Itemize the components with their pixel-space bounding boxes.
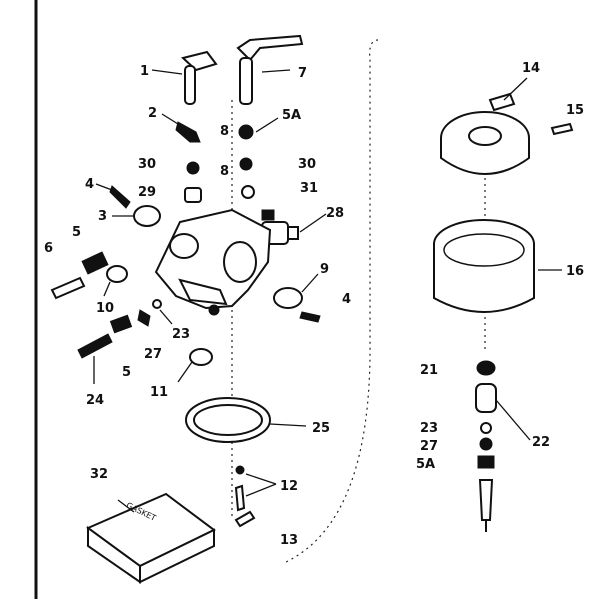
screw-4-right-part: [299, 311, 321, 323]
callout-29: 29: [138, 185, 156, 200]
float-pin-15-part: [550, 122, 574, 136]
callout-31: 31: [300, 181, 318, 196]
callout-6-left: 6: [44, 241, 53, 256]
callout-7: 7: [298, 66, 307, 81]
callout-30-left: 30: [138, 157, 156, 172]
callout-4-right: 4: [342, 292, 351, 307]
leader-25: [269, 423, 307, 427]
leader-22: [495, 399, 531, 441]
idle-screw-left-part: [50, 251, 109, 300]
choke-shaft-part: [236, 34, 304, 105]
callout-5-mid: 5: [122, 365, 131, 380]
float-bowl-16-part: [433, 219, 535, 313]
clip-13-part: [234, 510, 256, 528]
leader-14: [503, 77, 528, 101]
callout-8a: 8: [220, 124, 229, 139]
leader-11: [177, 361, 193, 383]
callout-5-left: 5: [72, 225, 81, 240]
oring-23-mid-part: [152, 299, 162, 309]
callout-5a-top: 5A: [282, 108, 301, 123]
callout-5a-right: 5A: [416, 457, 435, 472]
callout-11: 11: [150, 385, 168, 400]
leader-12a: [245, 483, 277, 497]
callout-3: 3: [98, 209, 107, 224]
bowl-nut-stack-part: [475, 360, 497, 532]
choke-plate-part: [273, 287, 303, 309]
throttle-screw-part: [175, 121, 201, 143]
gasket-10-part: [106, 265, 128, 283]
leader-12b: [245, 473, 277, 485]
carburetor-body-part: [154, 208, 272, 316]
callout-4-left: 4: [85, 177, 94, 192]
callout-23-mid: 23: [172, 327, 190, 342]
callout-27-mid: 27: [144, 347, 162, 362]
callout-9: 9: [320, 262, 329, 277]
callout-21: 21: [420, 363, 438, 378]
callout-24: 24: [86, 393, 104, 408]
screw-4-left-part: [109, 185, 131, 209]
callout-27-right: 27: [420, 439, 438, 454]
callout-2: 2: [148, 106, 157, 121]
leader-10: [103, 281, 111, 297]
callout-28: 28: [326, 206, 344, 221]
callout-13: 13: [280, 533, 298, 548]
gasket-kit-32-part: GASKET: [86, 492, 216, 584]
callout-22: 22: [532, 435, 550, 450]
washer-27-mid-part: [137, 309, 151, 327]
float-14-part: [440, 92, 530, 175]
bushing-29-part: [184, 187, 202, 203]
seal-30-right-part: [239, 157, 253, 171]
pin-12-part: [235, 465, 245, 475]
callout-25: 25: [312, 421, 330, 436]
callout-30-right: 30: [298, 157, 316, 172]
seal-30-left-part: [186, 161, 200, 175]
leader-23-mid: [159, 309, 173, 325]
throttle-plate-part: [133, 205, 161, 227]
callout-23-right: 23: [420, 421, 438, 436]
leader-28: [299, 213, 327, 233]
callout-8b: 8: [220, 164, 229, 179]
leader-5a-top: [255, 117, 279, 133]
leader-32: [117, 499, 135, 513]
leader-1: [151, 69, 183, 75]
leader-2: [161, 113, 179, 125]
leader-7: [261, 69, 291, 73]
bushing-31-part: [241, 185, 255, 199]
callout-15: 15: [566, 103, 584, 118]
washer-5a-part: [238, 124, 254, 140]
callout-10: 10: [96, 301, 114, 316]
callout-32: 32: [90, 467, 108, 482]
callout-16: 16: [566, 264, 584, 279]
callout-12: 12: [280, 479, 298, 494]
leader-9: [301, 273, 319, 293]
bowl-gasket-25-inner: [193, 404, 263, 436]
main-needle-24-part: [77, 314, 133, 359]
leader-4-left: [95, 183, 113, 191]
throttle-shaft-part: [180, 50, 218, 105]
callout-1: 1: [140, 64, 149, 79]
seal-11-part: [189, 348, 213, 366]
callout-14: 14: [522, 61, 540, 76]
pin-12b-part: [234, 484, 246, 512]
